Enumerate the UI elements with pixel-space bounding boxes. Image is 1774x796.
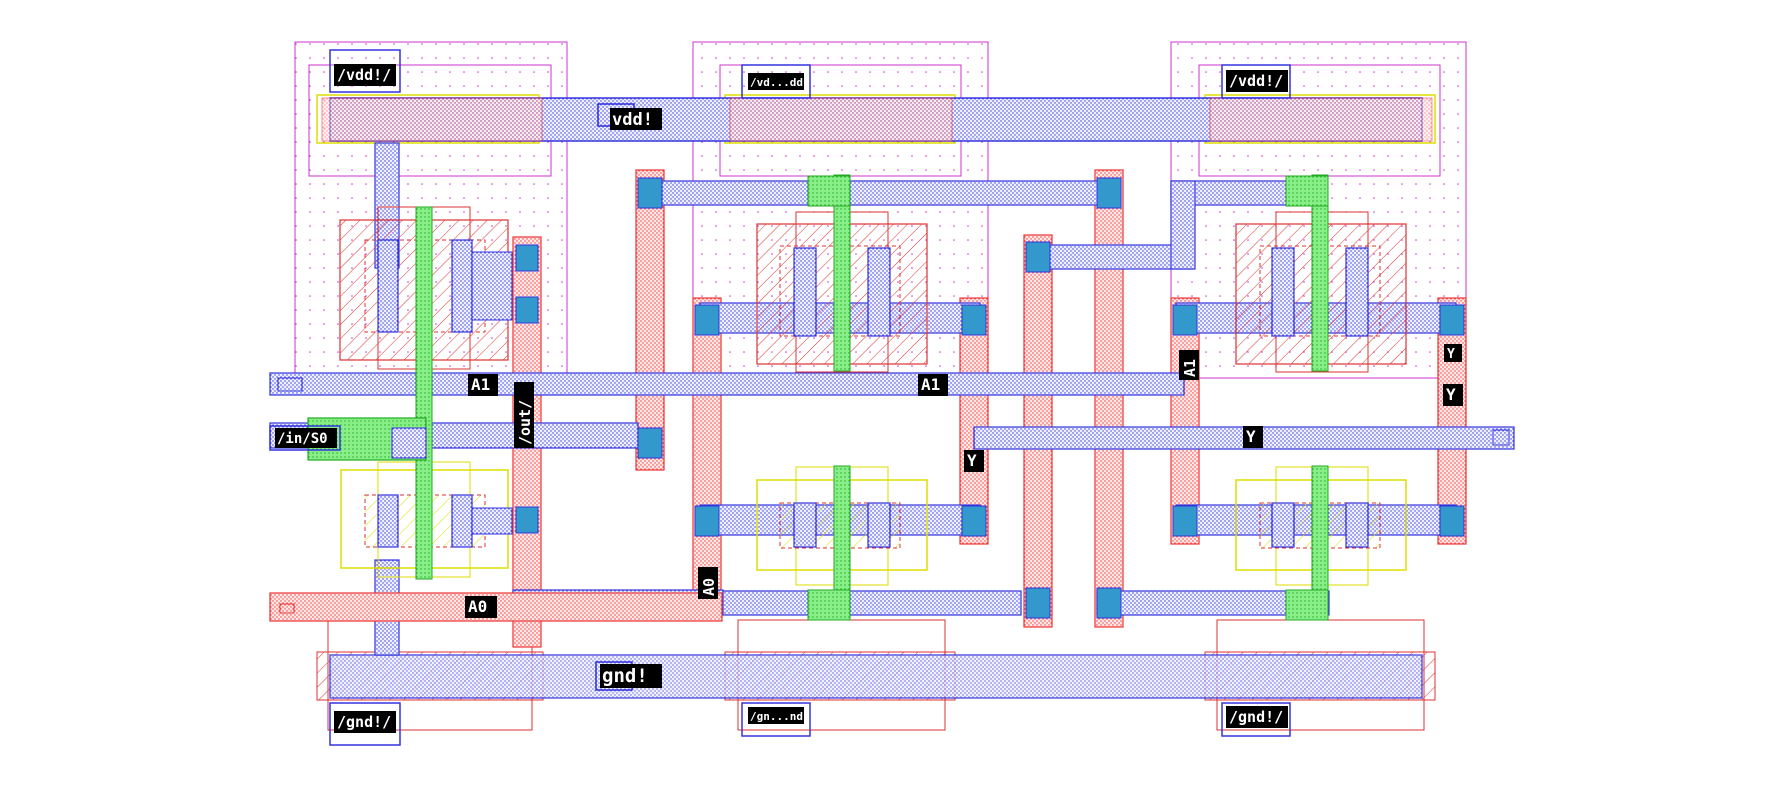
svg-text:A1: A1 <box>1181 359 1199 377</box>
out-label: /out/ <box>514 382 534 448</box>
svg-text:/out/: /out/ <box>516 400 534 445</box>
svg-text:/vd...dd!: /vd...dd! <box>750 76 810 89</box>
vdd-pin-label-2: /vd...dd! <box>748 73 810 90</box>
y-label-mid: Y <box>964 450 984 472</box>
a1-label-left: A1 <box>468 374 498 396</box>
gnd-pin-label-1: /gnd!/ <box>334 711 396 733</box>
svg-text:vdd!: vdd! <box>612 110 653 130</box>
transistor-left <box>307 206 513 580</box>
svg-text:Y: Y <box>1246 427 1256 446</box>
svg-text:A0: A0 <box>468 597 487 616</box>
vdd-net-label: vdd! <box>610 108 662 130</box>
y-label-right-mid: Y <box>1443 384 1463 406</box>
in-s0-label: /in/S0 <box>275 428 337 448</box>
y-label-right-top: Y <box>1444 344 1462 362</box>
contacts <box>515 177 1465 619</box>
net-labels: /vdd!/ /vd...dd! /vdd!/ vdd! /gnd!/ /gn.… <box>275 64 1463 733</box>
vdd-pin-label-1: /vdd!/ <box>334 64 396 86</box>
svg-text:/vdd!/: /vdd!/ <box>337 66 391 84</box>
svg-text:/gnd!/: /gnd!/ <box>337 713 391 731</box>
gnd-rail <box>316 619 1436 731</box>
gnd-pin-label-2: /gn...nd! <box>748 707 810 724</box>
a1-label-mid: A1 <box>918 374 948 396</box>
svg-text:/gn...nd!: /gn...nd! <box>750 710 810 723</box>
a0-label-bottom: A0 <box>465 596 497 618</box>
pin-boxes <box>269 49 1291 746</box>
svg-text:A1: A1 <box>471 375 490 394</box>
transistor-middle <box>756 174 928 621</box>
svg-text:/gnd!/: /gnd!/ <box>1229 708 1283 726</box>
svg-text:gnd!: gnd! <box>602 665 648 687</box>
svg-text:/in/S0: /in/S0 <box>277 431 328 447</box>
a1-label-right: A1 <box>1179 350 1199 380</box>
vdd-pin-label-3: /vdd!/ <box>1226 70 1288 92</box>
gnd-net-label: gnd! <box>600 664 662 688</box>
svg-text:Y: Y <box>967 451 977 470</box>
vdd-rail <box>316 94 1436 144</box>
svg-text:Y: Y <box>1446 385 1456 404</box>
svg-text:Y: Y <box>1447 347 1455 362</box>
y-label-bus: Y <box>1243 426 1263 448</box>
a0-label-vertical: A0 <box>698 567 718 599</box>
svg-text:/vdd!/: /vdd!/ <box>1229 72 1283 90</box>
svg-text:A1: A1 <box>921 375 940 394</box>
gnd-pin-label-3: /gnd!/ <box>1226 706 1288 728</box>
transistor-right <box>1235 174 1407 621</box>
svg-text:A0: A0 <box>700 578 718 596</box>
